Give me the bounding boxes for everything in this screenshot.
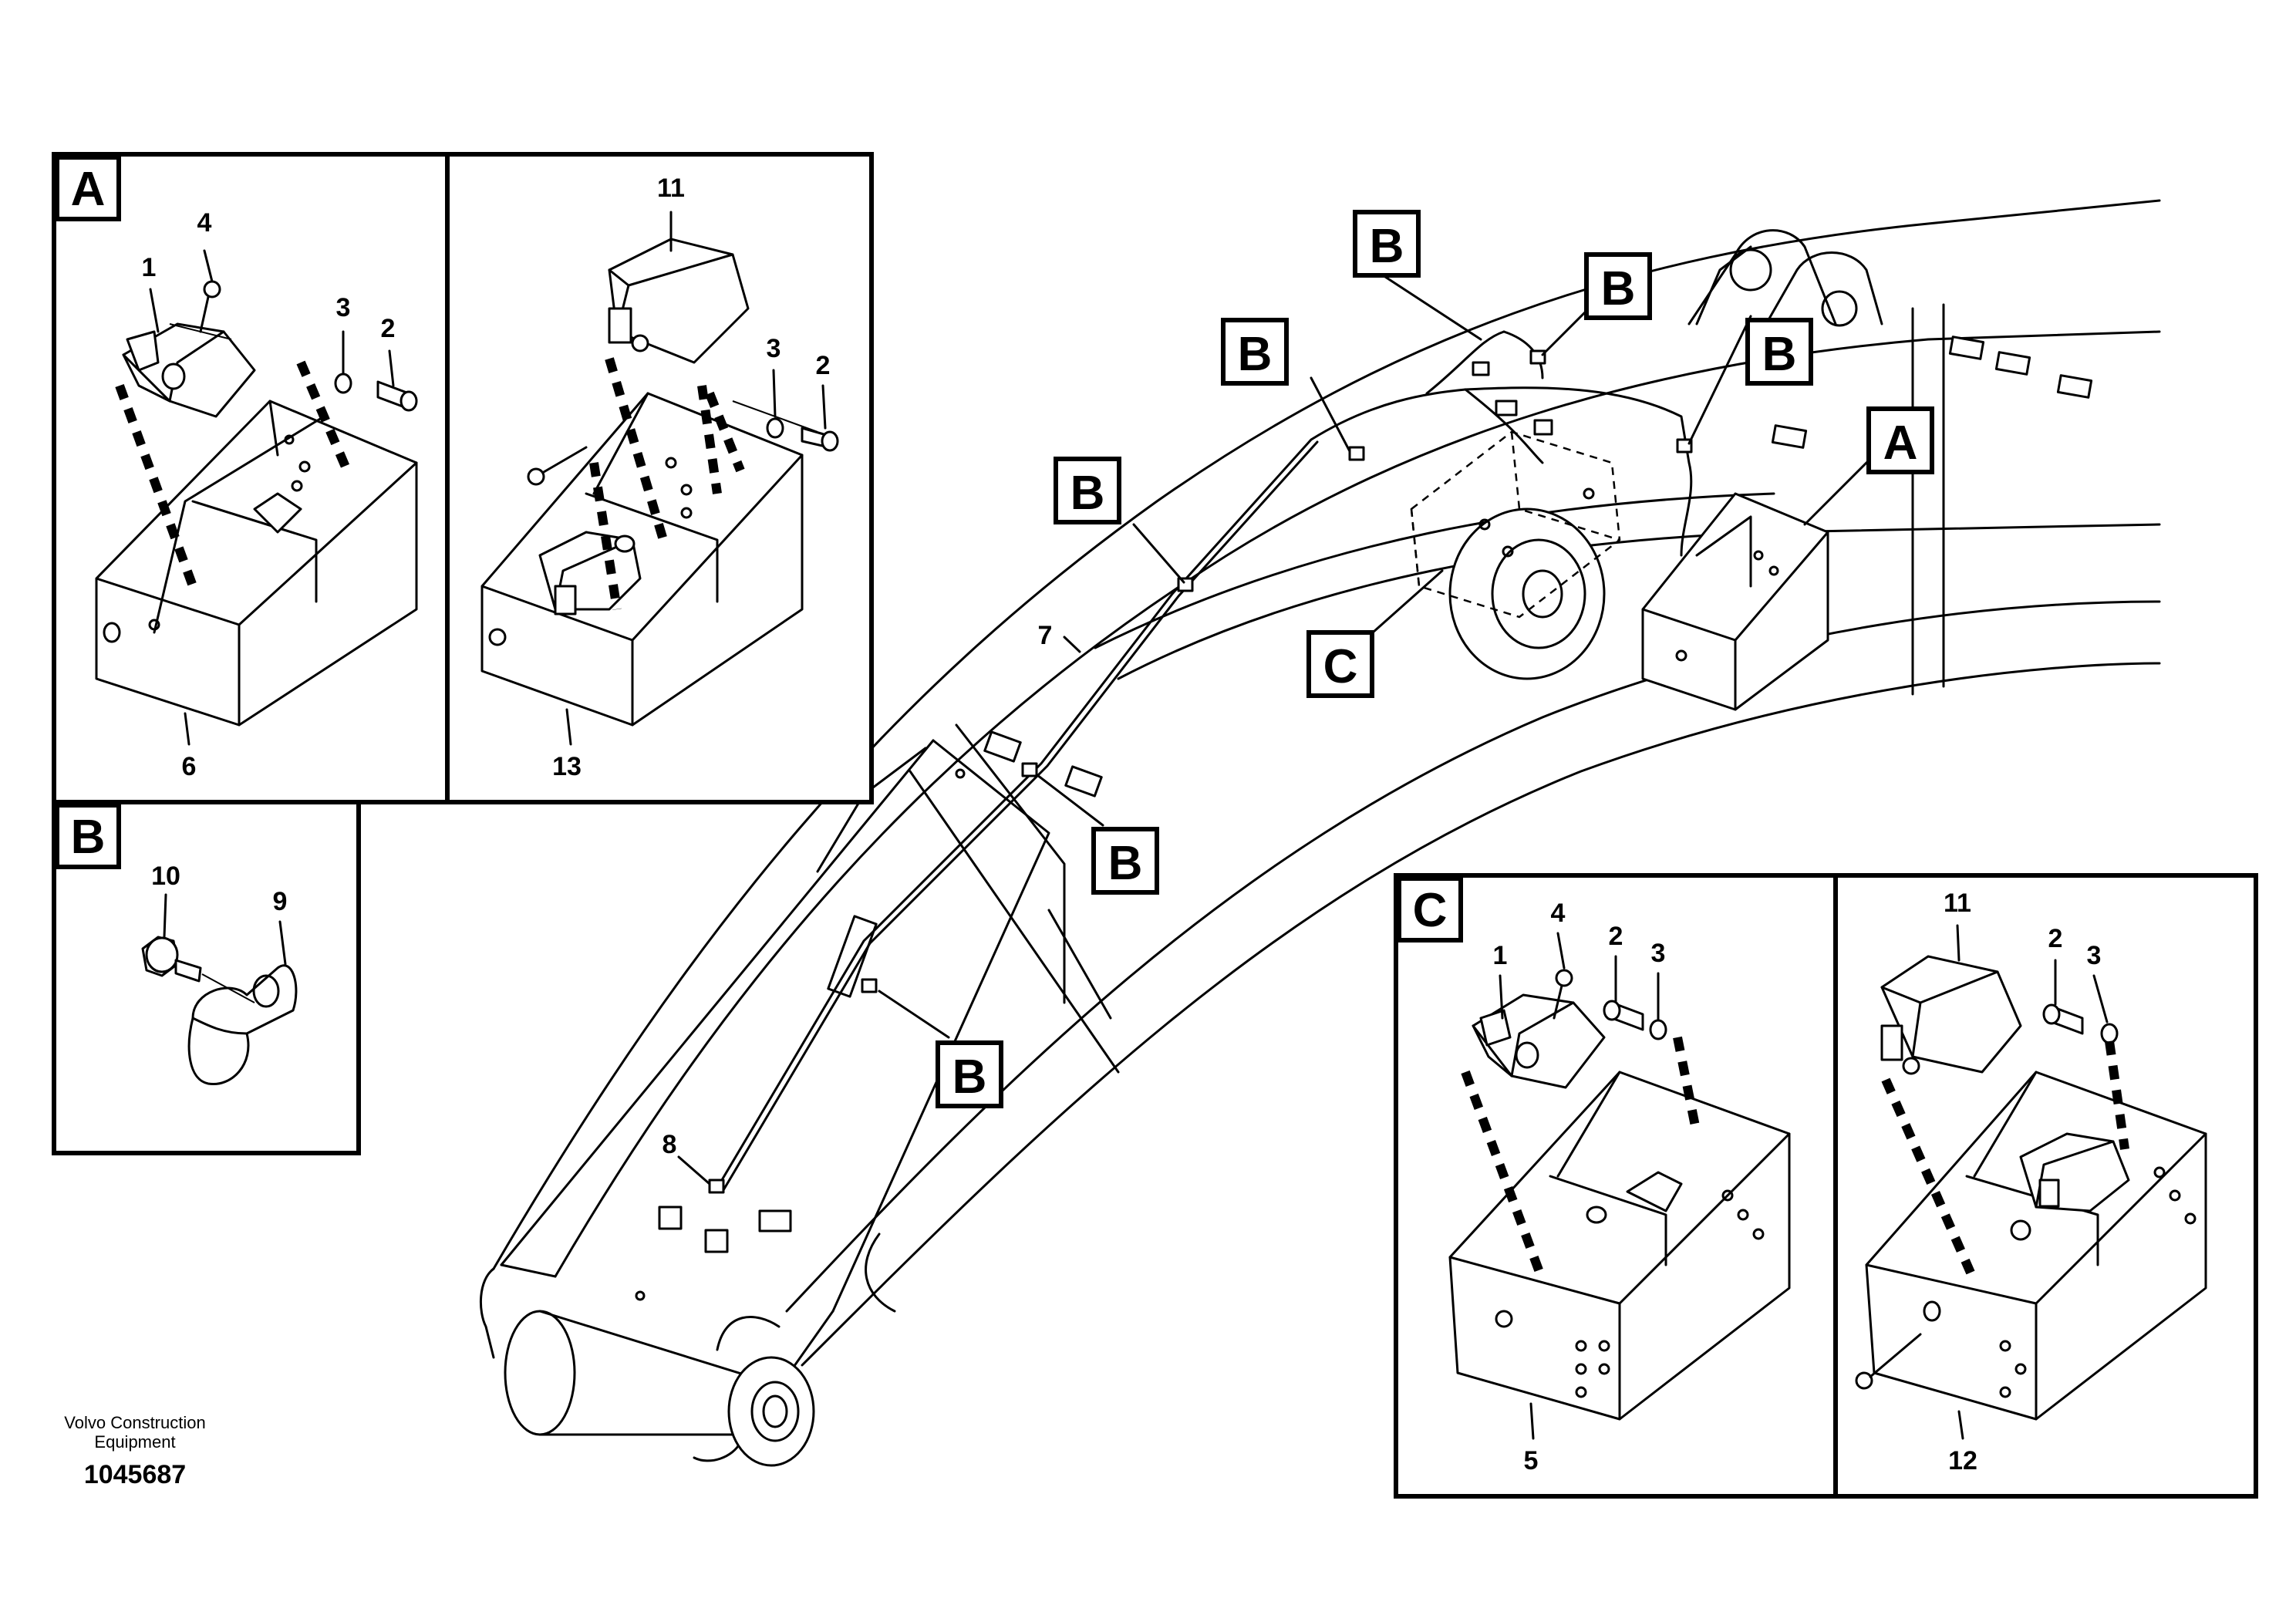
leader-b-10 [163, 893, 167, 939]
callout-a-right-11: 11 [657, 174, 685, 203]
callout-a-left-2: 2 [381, 314, 396, 343]
leader-a-left-2 [388, 349, 395, 387]
callout-c-left-5: 5 [1524, 1446, 1539, 1475]
svg-text:B: B [1238, 328, 1273, 381]
callout-a-left-6: 6 [182, 752, 197, 781]
callout-a-right-3: 3 [767, 334, 781, 363]
callout-c-left-2: 2 [1609, 922, 1623, 951]
ref-label-b-6: B [1091, 827, 1159, 895]
leader-c-right-3 [2092, 974, 2109, 1023]
callout-c-left-1: 1 [1493, 941, 1508, 970]
ref-label-b-7: B [936, 1040, 1003, 1108]
ref-label-b-5: B [1054, 457, 1121, 524]
callout-a-left-4: 4 [197, 208, 212, 238]
leader-c-left-4 [1556, 932, 1566, 969]
callout-a-right-2: 2 [816, 351, 831, 380]
svg-text:B: B [952, 1050, 987, 1104]
leader-c-left-1 [1499, 974, 1504, 1020]
svg-text:B: B [1601, 262, 1636, 315]
detail-c-right-drawing [1855, 955, 2207, 1421]
leader-b-9 [278, 920, 287, 966]
leader-a-right-3 [772, 369, 777, 418]
ref-label-b-1: B [1353, 210, 1421, 278]
footer-company: Volvo Construction [64, 1413, 205, 1432]
callout-c-right-11: 11 [1944, 889, 1971, 918]
callout-b-9: 9 [273, 887, 288, 916]
svg-text:C: C [1413, 884, 1448, 937]
callout-7: 7 [1038, 621, 1053, 650]
detail-a-right-drawing [480, 238, 839, 727]
detail-b-tag: B [55, 803, 121, 869]
leader-a-right-13 [565, 708, 572, 746]
callout-8: 8 [663, 1130, 677, 1159]
detail-a-tag: A [55, 155, 121, 221]
svg-text:B: B [1762, 328, 1797, 381]
svg-text:A: A [71, 163, 106, 216]
wire-harness-7 [716, 330, 1693, 1192]
detail-b-drawing [141, 936, 298, 1086]
leader-c-left-5 [1529, 1402, 1535, 1440]
leader-c-right-11 [1956, 924, 1961, 962]
cable-clamps [708, 349, 1693, 1194]
boom-foot-pin [504, 1310, 815, 1467]
footer-company-line2: Equipment [94, 1432, 175, 1452]
svg-text:B: B [1070, 467, 1105, 520]
callout-a-left-1: 1 [142, 253, 157, 282]
svg-text:B: B [1108, 837, 1143, 890]
svg-text:A: A [1883, 416, 1918, 470]
ref-label-a-main: A [1866, 406, 1934, 474]
callout-c-right-12: 12 [1948, 1446, 1977, 1475]
detail-c-left-drawing [1448, 969, 1791, 1421]
leader-a-right-2 [821, 384, 827, 430]
ref-label-b-4: B [1745, 318, 1813, 386]
leader-c-right-12 [1957, 1410, 1964, 1440]
leader-a-left-4 [203, 249, 214, 283]
svg-text:C: C [1323, 640, 1358, 693]
callout-a-left-3: 3 [336, 293, 351, 322]
callout-c-left-3: 3 [1651, 939, 1666, 968]
boom-mounted-box [1641, 492, 1829, 711]
callout-a-right-13: 13 [552, 752, 582, 781]
callout-c-right-3: 3 [2087, 941, 2102, 970]
footer-drawing-number: 1045687 [84, 1460, 186, 1489]
detail-c-tag: C [1397, 876, 1463, 943]
ref-label-b-3: B [1221, 318, 1289, 386]
leader-a-left-6 [184, 712, 190, 746]
leader-a-left-1 [149, 288, 160, 333]
callout-b-10: 10 [151, 862, 180, 891]
svg-text:B: B [71, 811, 106, 864]
ref-label-c-main: C [1306, 630, 1374, 698]
boom-assembly [479, 199, 2161, 1467]
ref-label-b-2: B [1584, 252, 1652, 320]
callout-c-left-4: 4 [1551, 899, 1566, 928]
detail-a-left-drawing [95, 280, 418, 727]
svg-text:B: B [1370, 220, 1404, 273]
boom-valve-block [1410, 430, 1621, 680]
callout-c-right-2: 2 [2048, 924, 2063, 953]
